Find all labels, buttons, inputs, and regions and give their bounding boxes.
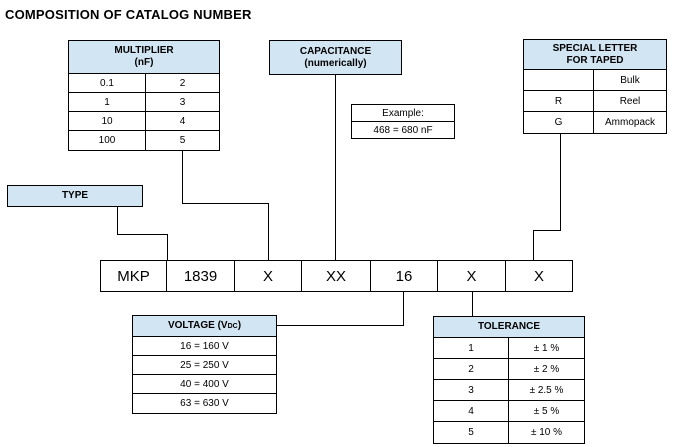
table-row: 0.1 2 — [69, 74, 219, 93]
tolerance-code: 3 — [468, 384, 474, 396]
capacitance-header-line2: (numerically) — [304, 57, 367, 69]
tolerance-code: 1 — [468, 342, 474, 354]
table-row: 4 ± 5 % — [434, 401, 584, 422]
special-letter-header-line1: SPECIAL LETTER — [552, 42, 638, 54]
capacitance-example-box: Example: 468 = 680 nF — [351, 104, 455, 139]
multiplier-code: 3 — [145, 93, 219, 111]
connector-multiplier-horizontal — [182, 203, 269, 204]
multiplier-header-line1: MULTIPLIER — [114, 45, 174, 56]
special-letter-header-line2: FOR TAPED — [566, 54, 624, 66]
example-label: Example: — [382, 107, 424, 119]
connector-voltage-vertical — [403, 292, 404, 326]
catalog-segment-multiplier: X — [234, 261, 301, 291]
page-title: COMPOSITION OF CATALOG NUMBER — [5, 7, 252, 22]
voltage-row-value: 63 = 630 V — [180, 398, 229, 409]
capacitance-header-line1: CAPACITANCE — [299, 45, 372, 57]
table-row: 1 ± 1 % — [434, 338, 584, 359]
connector-type-horizontal — [117, 234, 168, 235]
multiplier-header-line2: (nF) — [134, 57, 154, 68]
type-label: TYPE — [61, 190, 89, 201]
table-row: 16 = 160 V — [133, 337, 276, 356]
voltage-header-suffix: ) — [237, 320, 242, 331]
catalog-segment-type: MKP — [117, 267, 150, 285]
tolerance-value: ± 2.5 % — [508, 380, 584, 400]
table-row: 2 ± 2 % — [434, 359, 584, 380]
tolerance-code: 5 — [468, 427, 474, 438]
voltage-row-value: 16 = 160 V — [180, 340, 229, 352]
special-letter-table-header: SPECIAL LETTER FOR TAPED — [524, 40, 666, 70]
table-row: 5 ± 10 % — [434, 422, 584, 443]
special-letter-code — [524, 70, 593, 90]
special-letter-table: SPECIAL LETTER FOR TAPED Bulk R Reel G A… — [523, 39, 667, 134]
connector-special-letter-vertical-2 — [533, 230, 534, 260]
connector-multiplier-vertical-1 — [182, 150, 183, 204]
connector-special-letter-horizontal — [533, 230, 561, 231]
table-row: G Ammopack — [524, 112, 666, 133]
catalog-segment-capacitance: XX — [301, 261, 370, 291]
table-row: 40 = 400 V — [133, 375, 276, 394]
tolerance-code: 4 — [468, 405, 474, 417]
tolerance-table: TOLERANCE 1 ± 1 % 2 ± 2 % 3 ± 2.5 % 4 ± … — [433, 316, 585, 444]
tolerance-value: ± 2 % — [508, 359, 584, 379]
catalog-segment-series: 1839 — [166, 261, 234, 291]
connector-capacitance-vertical — [335, 75, 336, 260]
special-letter-meaning: Reel — [593, 91, 666, 111]
capacitance-header-box: CAPACITANCE (numerically) — [269, 40, 402, 75]
voltage-row-value: 25 = 250 V — [180, 359, 229, 371]
table-row: 3 ± 2.5 % — [434, 380, 584, 401]
special-letter-meaning: Ammopack — [593, 112, 666, 133]
connector-multiplier-vertical-2 — [268, 203, 269, 260]
voltage-header-subscript: DC — [227, 323, 238, 330]
type-header-box: TYPE — [7, 185, 143, 207]
voltage-row-value: 40 = 400 V — [180, 378, 229, 390]
example-value: 468 = 680 nF — [373, 124, 433, 136]
multiplier-value: 0.1 — [100, 77, 114, 89]
tolerance-table-header: TOLERANCE — [434, 317, 584, 338]
table-row: 468 = 680 nF — [352, 122, 454, 138]
table-row: 25 = 250 V — [133, 356, 276, 375]
multiplier-code: 2 — [145, 74, 219, 92]
tolerance-header-label: TOLERANCE — [477, 321, 541, 332]
connector-special-letter-vertical-1 — [560, 133, 561, 231]
multiplier-code: 5 — [145, 131, 219, 150]
tolerance-value: ± 10 % — [508, 422, 584, 443]
table-row: Bulk — [524, 70, 666, 91]
tolerance-value: ± 1 % — [508, 338, 584, 358]
multiplier-value: 100 — [98, 135, 116, 146]
special-letter-code: R — [554, 95, 563, 107]
special-letter-meaning: Bulk — [593, 70, 666, 90]
catalog-number-row: MKP 1839 X XX 16 X X — [100, 260, 573, 292]
catalog-segment-tolerance: X — [437, 261, 505, 291]
connector-voltage-horizontal — [277, 325, 404, 326]
tolerance-code: 2 — [468, 363, 474, 375]
table-row: 1 3 — [69, 93, 219, 112]
connector-tolerance-vertical — [472, 292, 473, 316]
catalog-segment-voltage: 16 — [370, 261, 437, 291]
multiplier-value: 1 — [104, 96, 110, 108]
multiplier-value: 10 — [101, 115, 113, 127]
table-row: 63 = 630 V — [133, 394, 276, 413]
catalog-segment-special-letter: X — [505, 261, 572, 291]
connector-type-vertical-2 — [167, 234, 168, 260]
connector-type-vertical-1 — [117, 207, 118, 235]
voltage-header-prefix: VOLTAGE (V — [167, 320, 228, 331]
multiplier-table-header: MULTIPLIER (nF) — [69, 41, 219, 74]
table-row: 100 5 — [69, 131, 219, 150]
multiplier-table: MULTIPLIER (nF) 0.1 2 1 3 10 4 100 5 — [68, 40, 220, 151]
special-letter-code: G — [554, 117, 563, 128]
table-row: Example: — [352, 105, 454, 122]
tolerance-value: ± 5 % — [508, 401, 584, 421]
multiplier-code: 4 — [145, 112, 219, 130]
table-row: R Reel — [524, 91, 666, 112]
table-row: 10 4 — [69, 112, 219, 131]
